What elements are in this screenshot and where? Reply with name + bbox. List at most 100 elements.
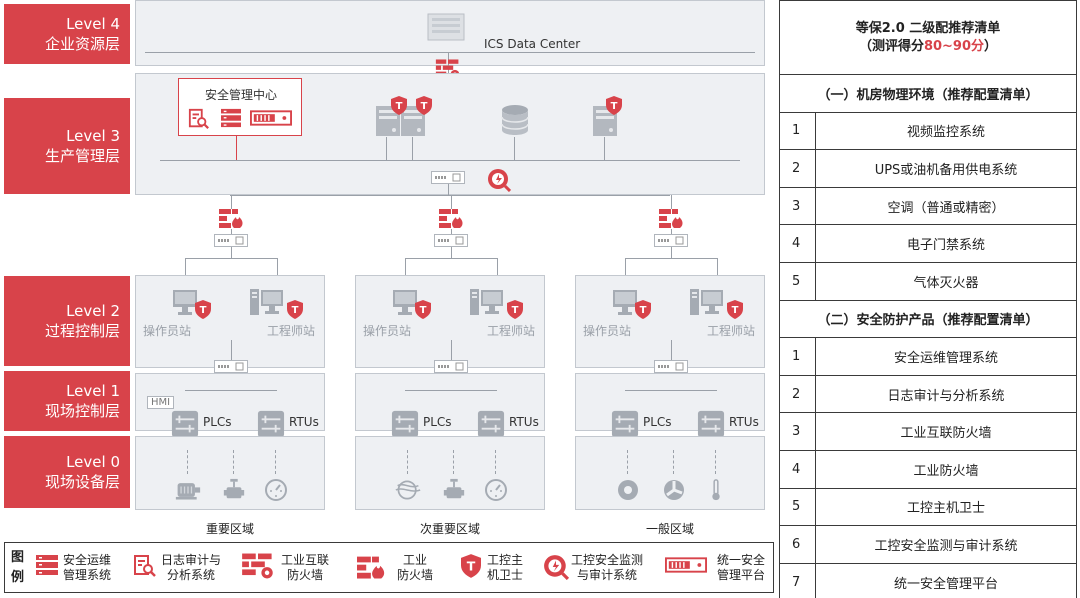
row-number: 6: [779, 525, 816, 564]
zone-link: [185, 258, 186, 288]
checklist-row: 4 电子门禁系统: [779, 224, 1077, 263]
level-3-label: Level 3 生产管理层: [4, 98, 130, 194]
zone-link: [231, 229, 232, 234]
row-item: 空调（普通或精密）: [815, 186, 1077, 226]
engineer-station-label: 工程师站: [487, 324, 536, 338]
legend-text: 工业互联: [281, 553, 330, 567]
level-3-bus: [160, 160, 740, 161]
host-guard-icon: [416, 96, 432, 115]
title-suffix: ）: [984, 38, 998, 54]
level-name: Level 3: [66, 126, 120, 145]
level-2-label: Level 2 过程控制层: [4, 276, 130, 366]
plc-label: PLCs: [423, 415, 452, 429]
industrial-internet-firewall-icon: [241, 552, 275, 580]
unified-platform-icon: [665, 557, 707, 573]
row-number: 7: [779, 562, 816, 598]
level-name: Level 1: [66, 381, 120, 400]
field-link: [715, 450, 716, 474]
legend-text: 工控主: [487, 553, 524, 567]
legend-text: 防火墙: [397, 568, 434, 582]
field-link: [453, 450, 454, 474]
monitoring-audit-icon: [543, 554, 569, 580]
operator-station-label: 操作员站: [583, 324, 632, 338]
field-link: [673, 450, 674, 474]
legend-text: 与审计系统: [577, 568, 638, 582]
row-item: 气体灭火器: [815, 261, 1077, 301]
zone-l2-bus: [625, 258, 717, 259]
checklist-row: 1 视频监控系统: [779, 111, 1077, 151]
row-number: 2: [779, 149, 816, 188]
engineer-station-icon: [249, 287, 285, 317]
zone-link: [405, 258, 406, 288]
checklist-title: 等保2.0 二级配推荐清单 （测评得分80~90分）: [779, 0, 1077, 75]
field-link: [275, 450, 276, 474]
row-number: 5: [779, 261, 816, 301]
industrial-firewall-icon: [659, 207, 685, 229]
level-4-bus: [145, 52, 755, 53]
legend-text: 统一安全: [717, 553, 766, 567]
fan-icon: [661, 478, 687, 502]
row-number: 1: [779, 111, 816, 151]
operator-station-label: 操作员站: [143, 324, 192, 338]
checklist-row: 2 日志审计与分析系统: [779, 374, 1077, 414]
rtu-label: RTUs: [729, 415, 759, 429]
checklist-row: 2 UPS或油机备用供电系统: [779, 149, 1077, 188]
industrial-firewall-icon: [439, 207, 465, 229]
field-link: [407, 450, 408, 474]
level-sub: 现场控制层: [44, 402, 120, 420]
engineer-station-icon: [689, 287, 725, 317]
log-audit-icon: [133, 554, 157, 578]
level-1-label: Level 1 现场控制层: [4, 371, 130, 431]
valve-icon: [441, 478, 467, 502]
core-uplink: [448, 184, 449, 195]
row-number: 3: [779, 186, 816, 226]
valve-icon: [221, 478, 247, 502]
row-item: 安全运维管理系统: [815, 337, 1077, 376]
database-icon: [500, 104, 530, 136]
zone-label-general: 一般区域: [645, 522, 694, 536]
level-0-label: Level 0 现场设备层: [4, 436, 130, 508]
row-number: 4: [779, 224, 816, 263]
engineer-station-icon: [469, 287, 505, 317]
sec-center-link: [236, 136, 237, 160]
zone-label-secondary: 次重要区域: [419, 522, 480, 536]
engineer-station-label: 工程师站: [707, 324, 756, 338]
section-2-header: （二）安全防护产品（推荐配置清单）: [779, 299, 1077, 339]
rtu-label: RTUs: [289, 415, 319, 429]
zone-l1-bus: [405, 390, 497, 391]
legend-text: 机卫士: [487, 568, 524, 582]
level-name: Level 4: [66, 14, 120, 33]
flow-icon: [395, 478, 421, 502]
host-guard-icon: [507, 300, 523, 319]
checklist-title-line2: （测评得分80~90分）: [780, 38, 1076, 56]
checklist-row: 5 气体灭火器: [779, 261, 1077, 301]
host-guard-icon: [606, 96, 622, 115]
zone-link: [231, 247, 232, 258]
engineer-station-label: 工程师站: [267, 324, 316, 338]
legend-text: 安全运维: [63, 553, 112, 567]
host-guard-icon: [415, 300, 431, 319]
zone-l1-bus: [185, 390, 277, 391]
zone-link: [671, 247, 672, 258]
monitoring-audit-icon: [487, 168, 511, 192]
zone-link: [497, 258, 498, 288]
host-guard-icon: [727, 300, 743, 319]
row-item: 视频监控系统: [815, 111, 1077, 151]
datacenter-label: ICS Data Center: [484, 37, 581, 51]
legend-text: 分析系统: [167, 568, 216, 582]
level-2-zone-panel: [575, 275, 765, 368]
level-4-label: Level 4 企业资源层: [4, 4, 130, 64]
rtu-label: RTUs: [509, 415, 539, 429]
checklist-row: 3 空调（普通或精密）: [779, 186, 1077, 226]
row-item: 工业防火墙: [815, 449, 1077, 489]
row-number: 1: [779, 337, 816, 376]
legend-text: 管理系统: [63, 568, 112, 582]
legend-text: 工业: [403, 553, 428, 567]
zone-uplink: [451, 195, 452, 209]
level-2-zone-panel: [355, 275, 545, 368]
industrial-firewall-icon: [219, 207, 245, 229]
zone-label-important: 重要区域: [205, 522, 254, 536]
operator-station-label: 操作员站: [363, 324, 412, 338]
zone-l2-bus: [185, 258, 277, 259]
